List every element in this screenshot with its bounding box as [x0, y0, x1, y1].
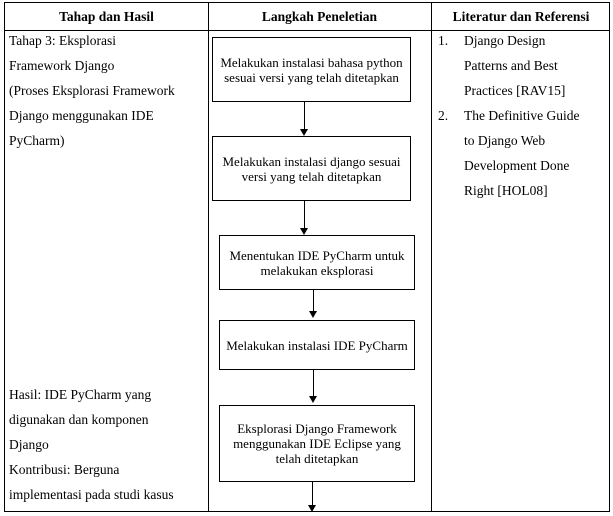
flow-step-5: Eksplorasi Django Framework menggunakan … — [219, 405, 415, 482]
header-research-steps: Langkah Peneletian — [261, 8, 378, 24]
reference-line: The Definitive Guide — [464, 108, 580, 123]
result-line: Hasil: IDE PyCharm yang — [9, 387, 152, 402]
result-description: Hasil: IDE PyCharm yang digunakan dan ko… — [9, 382, 199, 507]
reference-line: Development Done — [464, 158, 570, 173]
column-divider-2 — [431, 3, 432, 511]
stage-description: Tahap 3: Eksplorasi Framework Django (Pr… — [9, 28, 199, 153]
result-line: Kontribusi: Berguna — [9, 462, 120, 477]
stage-line: Django menggunakan IDE — [9, 108, 154, 123]
reference-list: 1. Django Design Patterns and Best Pract… — [438, 28, 598, 203]
flow-step-1: Melakukan instalasi bahasa python sesuai… — [212, 37, 411, 102]
result-line: Django — [9, 437, 49, 452]
result-line: implementasi pada studi kasus — [9, 487, 174, 502]
header-divider — [5, 30, 609, 31]
stage-line: PyCharm) — [9, 133, 65, 148]
reference-line: to Django Web — [464, 133, 546, 148]
flow-step-3: Menentukan IDE PyCharm untuk melakukan e… — [219, 235, 415, 290]
reference-line: Right [HOL08] — [464, 183, 548, 198]
stage-line: Framework Django — [9, 58, 115, 73]
stage-line: (Proses Eksplorasi Framework — [9, 83, 175, 98]
methodology-table: Tahap dan Hasil Langkah Peneletian Liter… — [4, 2, 610, 512]
flow-step-2: Melakukan instalasi django sesuai versi … — [212, 136, 411, 201]
reference-line: Django Design — [464, 33, 546, 48]
result-line: digunakan dan komponen — [9, 412, 149, 427]
column-divider-1 — [208, 3, 209, 511]
header-stage-result: Tahap dan Hasil — [59, 8, 154, 24]
reference-number: 2. — [438, 108, 449, 123]
reference-number: 1. — [438, 33, 449, 48]
reference-item: 1. Django Design Patterns and Best Pract… — [438, 28, 598, 103]
flow-step-4: Melakukan instalasi IDE PyCharm — [219, 320, 415, 370]
reference-item: 2. The Definitive Guide to Django Web De… — [438, 103, 598, 203]
stage-line: Tahap 3: Eksplorasi — [9, 33, 117, 48]
reference-line: Practices [RAV15] — [464, 83, 566, 98]
reference-line: Patterns and Best — [464, 58, 558, 73]
header-references: Literatur dan Referensi — [452, 8, 590, 24]
